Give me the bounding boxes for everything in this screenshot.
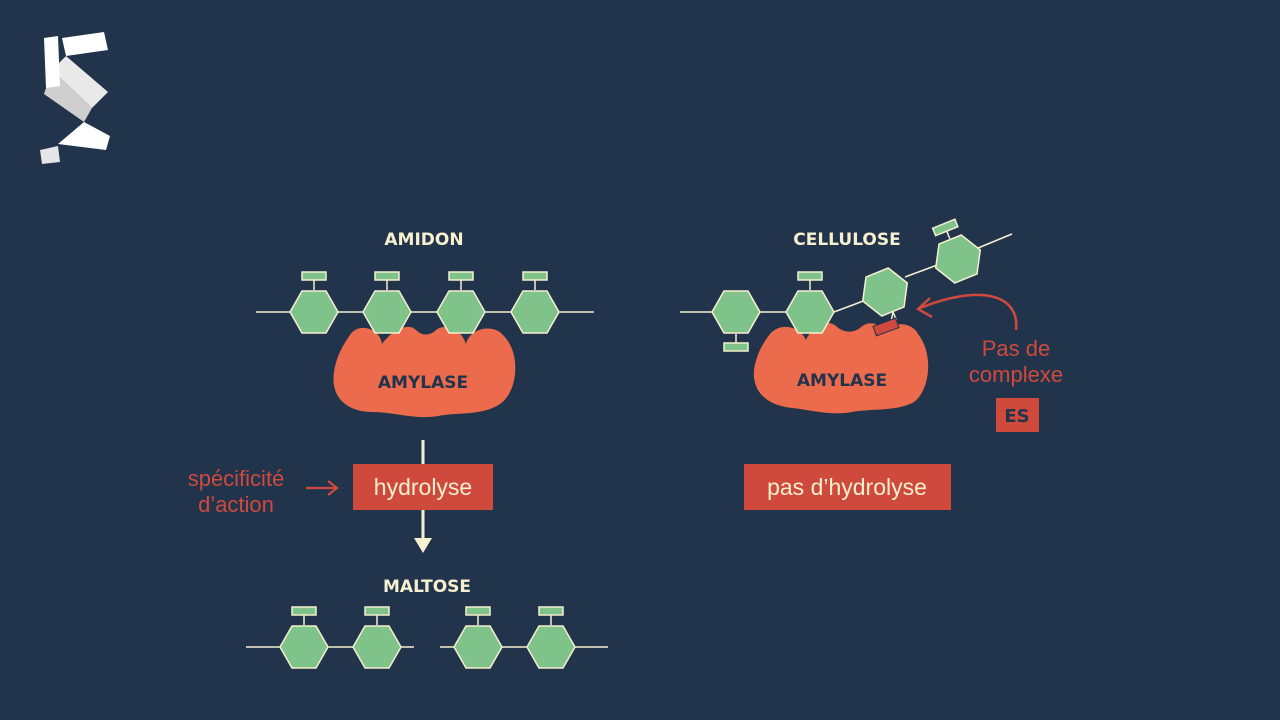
glucose-hexagon [289,271,339,334]
hydrolysis-label: hydrolyse [374,474,472,500]
glucose-hexagon [362,271,412,334]
glucose-hexagon [453,606,503,669]
glucose-hexagon [785,271,835,334]
cellulose-title: CELLULOSE [793,230,901,250]
amidon-glucose-units [289,271,560,334]
glucose-hexagon [931,218,982,284]
specificity-line1: spécificité [188,466,285,491]
glucose-hexagon [436,271,486,334]
glucose-hexagon [711,290,761,352]
cellulose-chain [680,233,1013,313]
amidon-enzyme-label: AMYLASE [378,373,468,393]
curved-arrow-icon [915,293,1018,331]
enzyme-blob [333,326,516,418]
hydrolysis-box [353,464,493,510]
enzyme-blob [753,322,929,414]
arrow-right-icon [306,480,339,496]
glucose-hexagon [861,267,909,321]
no-complex-line2: complexe [969,362,1063,387]
glucose-hexagon [279,606,329,669]
maltose-glucose-units [279,606,576,669]
no-hydrolysis-label: pas d’hydrolyse [767,474,927,500]
glucose-hexagon [352,606,402,669]
no-complex-line1: Pas de [982,336,1051,361]
cellulose-enzyme-label: AMYLASE [797,371,887,391]
specificity-line2: d’action [198,492,274,517]
misfit-group [872,311,900,337]
logo-mark: IS [40,32,110,164]
es-badge [996,398,1039,432]
glucose-hexagon [510,271,560,334]
no-hydrolysis-box [744,464,951,510]
es-badge-label: ES [1004,406,1029,427]
amidon-title: AMIDON [384,230,463,250]
glucose-hexagon [526,606,576,669]
cellulose-glucose-units [711,218,982,352]
product-title: MALTOSE [383,577,471,597]
